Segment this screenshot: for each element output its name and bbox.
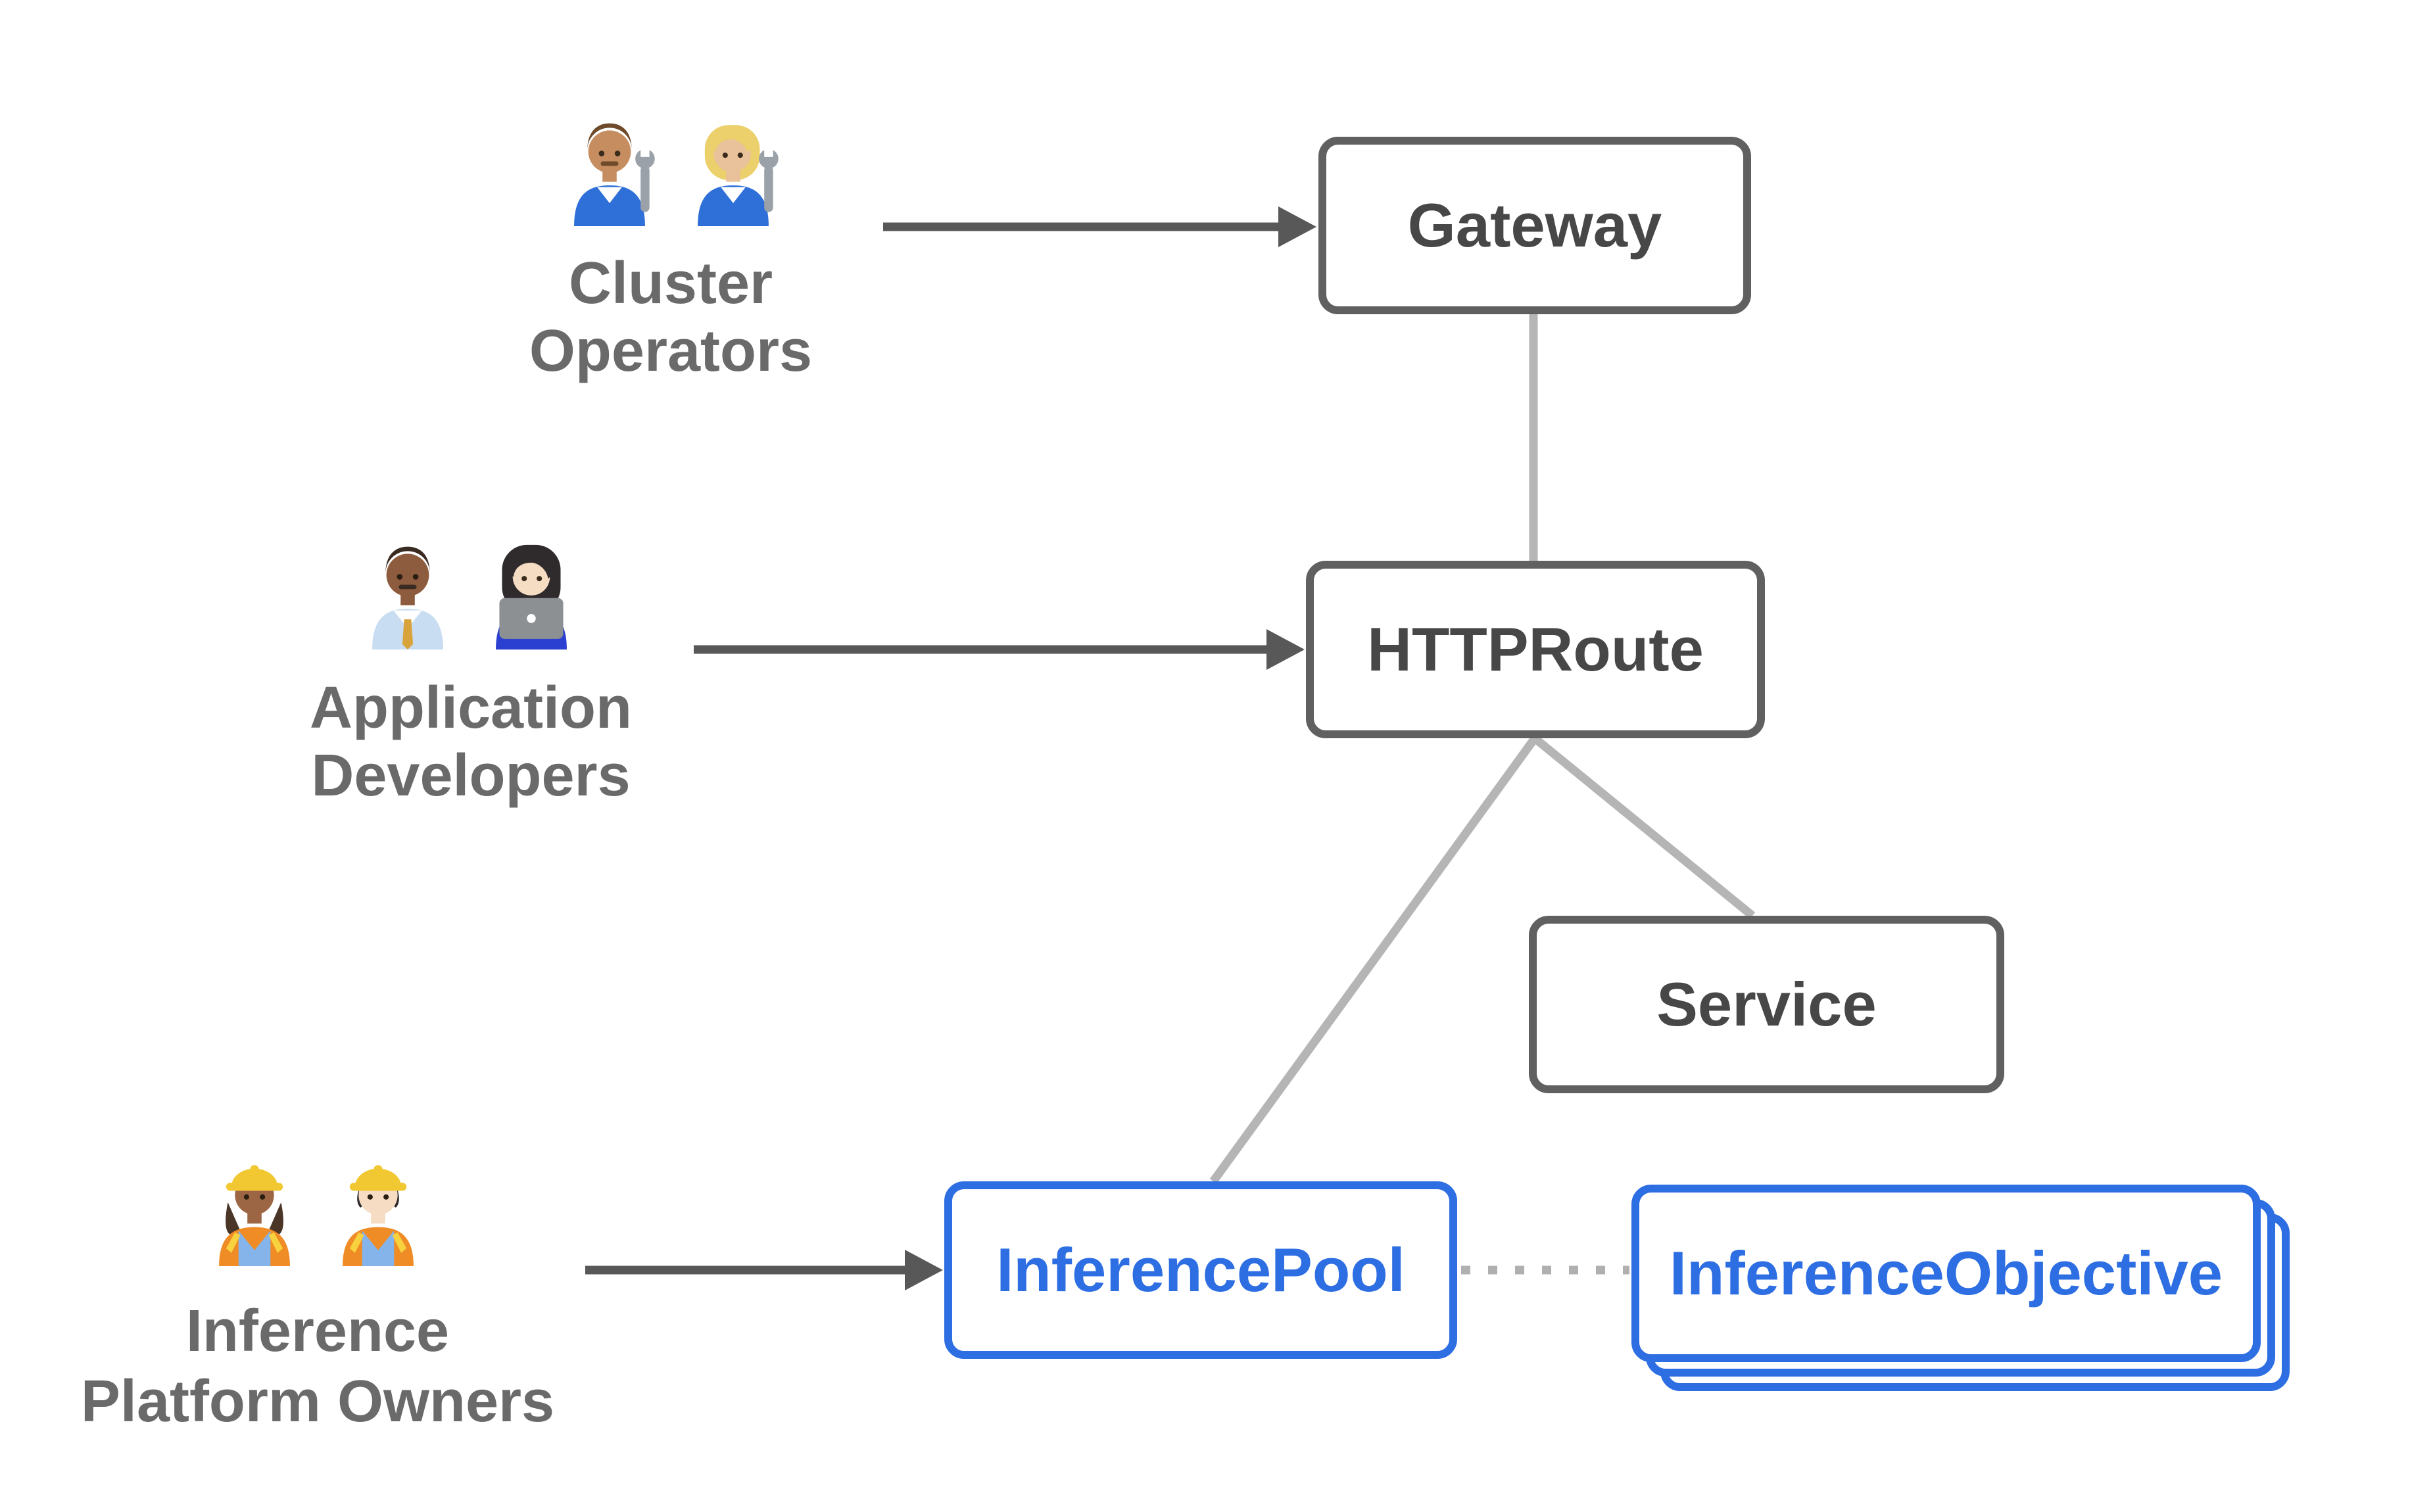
inferencepool-node-label: InferencePool bbox=[996, 1235, 1405, 1304]
httproute-node-label: HTTPRoute bbox=[1367, 615, 1704, 684]
woman-construction-worker-emoji bbox=[219, 1165, 290, 1266]
woman-mechanic-emoji bbox=[698, 125, 779, 226]
gateway-node: Gateway bbox=[1318, 137, 1751, 314]
man-mechanic-emoji bbox=[574, 123, 655, 226]
service-node: Service bbox=[1529, 916, 2004, 1093]
cluster-operators-icons bbox=[556, 109, 786, 226]
httproute-node: HTTPRoute bbox=[1306, 561, 1765, 738]
inference-platform-owners-label-line2: Platform Owners bbox=[80, 1369, 555, 1434]
inference-platform-owners-label-line1: Inference bbox=[185, 1298, 450, 1364]
inferenceobjective-node-label: InferenceObjective bbox=[1669, 1239, 2223, 1308]
application-developers-label-line1: Application bbox=[310, 675, 632, 741]
arrow-platform-owners-inferencepool bbox=[585, 1250, 943, 1290]
service-node-label: Service bbox=[1656, 970, 1877, 1039]
man-office-worker-emoji bbox=[372, 546, 443, 650]
cluster-operators-label: Cluster Operators bbox=[342, 250, 1000, 385]
edge-httproute-inferencepool bbox=[1209, 736, 1539, 1184]
woman-technologist-emoji bbox=[496, 544, 567, 650]
inferenceobjective-node: InferenceObjective bbox=[1631, 1185, 2261, 1362]
inference-platform-owners-label: Inference Platform Owners bbox=[0, 1296, 646, 1437]
inference-platform-owners-icons bbox=[201, 1149, 431, 1266]
cluster-operators-label-line2: Operators bbox=[529, 318, 813, 384]
cluster-operators-label-line1: Cluster bbox=[568, 250, 773, 316]
edge-httproute-service bbox=[1531, 734, 1756, 920]
arrow-application-developers-httproute bbox=[694, 629, 1305, 670]
application-developers-label-line2: Developers bbox=[311, 743, 631, 809]
gateway-node-label: Gateway bbox=[1407, 191, 1662, 260]
arrow-cluster-operators-gateway bbox=[883, 206, 1316, 247]
application-developers-icons bbox=[354, 532, 585, 650]
inferencepool-node: InferencePool bbox=[944, 1181, 1457, 1359]
application-developers-label: Application Developers bbox=[142, 674, 800, 810]
man-construction-worker-emoji bbox=[343, 1165, 414, 1266]
